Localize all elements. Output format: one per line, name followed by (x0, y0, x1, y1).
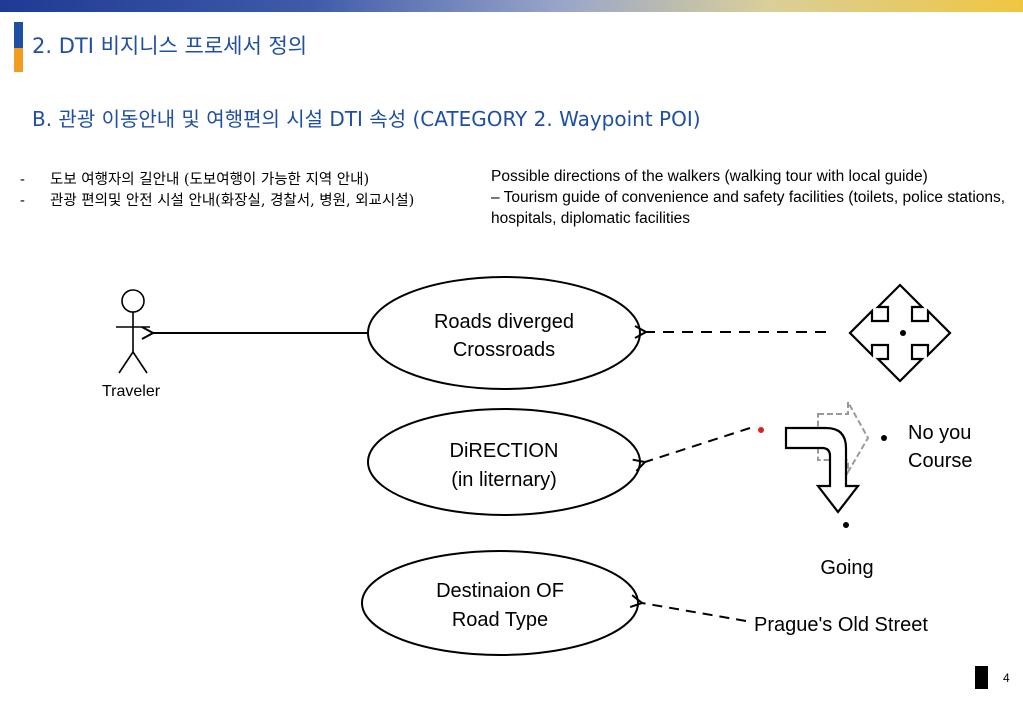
list-item: -도보 여행자의 길안내 (도보여행이 가능한 지역 안내) (20, 172, 370, 188)
traveler-actor (116, 289, 150, 374)
direction-line-2: (in liternary) (451, 469, 557, 491)
bullet-text: 관광 편의및 안전 시설 안내(화장실, 경찰서, 병원, 외교시설) (50, 193, 415, 209)
english-description: Possible directions of the walkers (walk… (491, 166, 1016, 229)
no-you-label: No you (908, 422, 971, 444)
top-gradient-bar (0, 0, 1023, 12)
course-marker-dot (881, 435, 887, 441)
red-marker-dot (758, 427, 764, 433)
direction-dashed-arrow (645, 427, 751, 462)
direction-use-case (367, 408, 641, 516)
slide-subtitle: B. 관광 이동안내 및 여행편의 시설 DTI 속성 (CATEGORY 2.… (32, 107, 701, 131)
traveler-label: Traveler (102, 383, 161, 400)
list-item: -관광 편의및 안전 시설 안내(화장실, 경찰서, 병원, 외교시설) (20, 193, 415, 209)
road-type-use-case (361, 550, 639, 656)
crossroads-line-1: Roads diverged (434, 311, 574, 333)
crossroads-line-2: Crossroads (453, 339, 555, 361)
korean-bullet-list: -도보 여행자의 길안내 (도보여행이 가능한 지역 안내) -관광 편의및 안… (20, 170, 460, 212)
going-label: Going (820, 557, 873, 579)
english-line: Possible directions of the walkers (walk… (491, 168, 928, 185)
page-number: 4 (1003, 671, 1010, 685)
prague-label: Prague's Old Street (754, 614, 928, 636)
title-accent-orange (14, 48, 23, 72)
crossroads-use-case (367, 276, 641, 390)
road-type-line-1: Destinaion OF (436, 580, 564, 602)
course-label: Course (908, 450, 972, 472)
turn-arrow-icon (784, 398, 870, 514)
english-line: – Tourism guide of convenience and safet… (491, 189, 1006, 227)
section-title: 2. DTI 비지니스 프로세서 정의 (32, 34, 308, 58)
page-marker-bar (975, 666, 988, 689)
title-accent-blue (14, 22, 23, 49)
road-type-line-2: Road Type (452, 609, 548, 631)
going-marker-dot (843, 522, 849, 528)
direction-line-1: DiRECTION (450, 440, 559, 462)
road-type-dashed-arrow (642, 603, 747, 622)
crossroads-center-dot (900, 330, 906, 336)
bullet-text: 도보 여행자의 길안내 (도보여행이 가능한 지역 안내) (50, 172, 370, 188)
